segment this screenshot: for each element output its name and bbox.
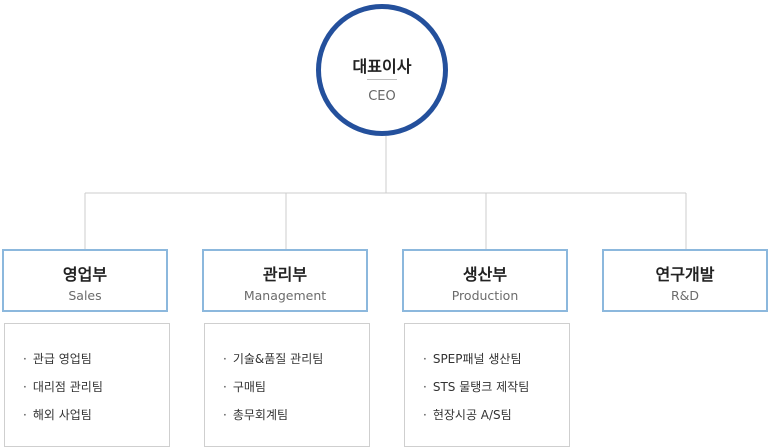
team-label: SPEP패널 생산팀 (432, 352, 522, 366)
bullet-dot: · (423, 380, 427, 394)
team-item: · 구매팀 (223, 378, 266, 395)
team-list-sales: · 관급 영업팀 · 대리점 관리팀 · 해외 사업팀 (4, 323, 170, 447)
dept-node-management[interactable]: 관리부 Management (202, 249, 368, 312)
team-item: · 현장시공 A/S팀 (423, 406, 512, 423)
bullet-dot: · (23, 352, 27, 366)
dept-node-sales[interactable]: 영업부 Sales (2, 249, 168, 312)
team-label: 해외 사업팀 (32, 408, 92, 422)
team-item: · 대리점 관리팀 (23, 378, 103, 395)
dept-name: 관리부 (262, 265, 308, 284)
team-label: 관급 영업팀 (32, 352, 92, 366)
dept-name: 영업부 (62, 265, 108, 284)
team-label: 총무회계팀 (232, 408, 289, 422)
ceo-node[interactable]: 대표이사 CEO (316, 4, 448, 136)
dept-english-name: Sales (68, 288, 102, 303)
team-item: · 총무회계팀 (223, 406, 288, 423)
team-item: · 해외 사업팀 (23, 406, 92, 423)
bullet-dot: · (223, 380, 227, 394)
team-item: · STS 물탱크 제작팀 (423, 378, 529, 395)
bullet-dot: · (23, 408, 27, 422)
bullet-dot: · (423, 352, 427, 366)
team-list-production: · SPEP패널 생산팀 · STS 물탱크 제작팀 · 현장시공 A/S팀 (404, 323, 570, 447)
dept-english-name: Management (243, 288, 327, 303)
bullet-dot: · (423, 408, 427, 422)
ceo-divider (367, 79, 397, 80)
team-item: · 기술&품질 관리팀 (223, 350, 323, 367)
bullet-dot: · (223, 352, 227, 366)
team-item: · SPEP패널 생산팀 (423, 350, 522, 367)
dept-english-name: R&D (670, 288, 700, 303)
dept-name: 생산부 (462, 265, 508, 284)
bullet-dot: · (23, 380, 27, 394)
dept-name: 연구개발 (655, 265, 715, 284)
dept-english-name: Production (451, 288, 519, 303)
team-label: STS 물탱크 제작팀 (432, 380, 530, 394)
team-label: 구매팀 (232, 380, 266, 394)
team-label: 대리점 관리팀 (32, 380, 103, 394)
ceo-title: 대표이사 (352, 57, 412, 76)
team-list-management: · 기술&품질 관리팀 · 구매팀 · 총무회계팀 (204, 323, 370, 447)
team-label: 기술&품질 관리팀 (232, 352, 324, 366)
dept-node-production[interactable]: 생산부 Production (402, 249, 568, 312)
bullet-dot: · (223, 408, 227, 422)
team-label: 현장시공 A/S팀 (432, 408, 512, 422)
ceo-subtitle: CEO (368, 89, 396, 104)
dept-node-rnd[interactable]: 연구개발 R&D (602, 249, 768, 312)
team-item: · 관급 영업팀 (23, 350, 92, 367)
